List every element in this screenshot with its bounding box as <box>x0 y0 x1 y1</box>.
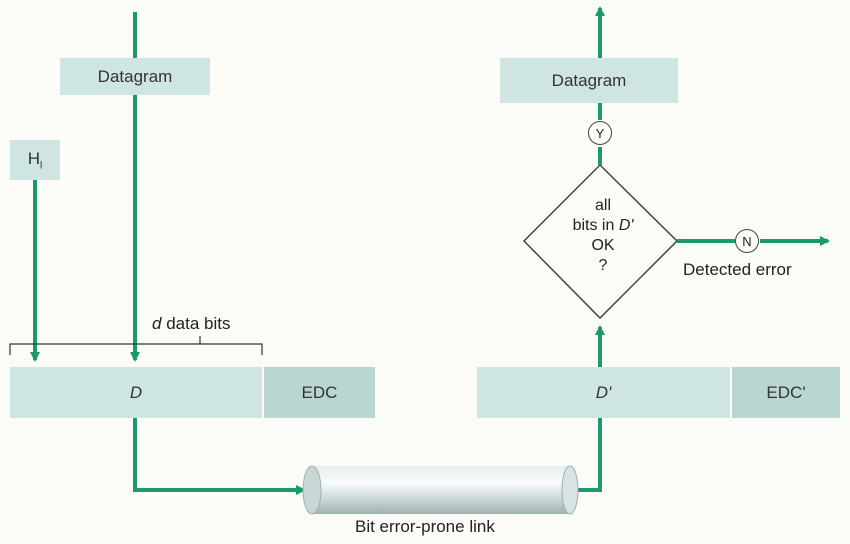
received-edc-label: EDC' <box>766 382 806 402</box>
link-cylinder <box>302 465 579 515</box>
data-box: D <box>10 367 262 418</box>
decision-diamond <box>522 163 679 320</box>
data-to-link-arrow <box>133 418 306 495</box>
edc-box: EDC <box>264 367 375 418</box>
sender-datagram-box: Datagram <box>60 58 210 95</box>
detected-error-label: Detected error <box>683 260 792 279</box>
header-label: Hl <box>27 148 43 172</box>
sender-datagram-label: Datagram <box>97 66 173 86</box>
header-box: Hl <box>10 140 60 180</box>
decision-text: all bits in D' OK ? <box>572 197 634 274</box>
receiver-datagram-box: Datagram <box>500 58 678 103</box>
receiver-datagram-label: Datagram <box>551 70 627 90</box>
data-bits-label: d data bits <box>152 314 231 333</box>
received-edc-box: EDC' <box>732 367 840 418</box>
no-circle: N <box>735 229 759 253</box>
data-bits-brace <box>9 336 263 355</box>
data-label: D <box>129 382 143 402</box>
yes-circle: Y <box>588 121 612 145</box>
link-label: Bit error-prone link <box>355 517 495 536</box>
received-data-label: D' <box>595 382 612 402</box>
edc-label: EDC <box>301 382 338 402</box>
received-data-box: D' <box>477 367 730 418</box>
